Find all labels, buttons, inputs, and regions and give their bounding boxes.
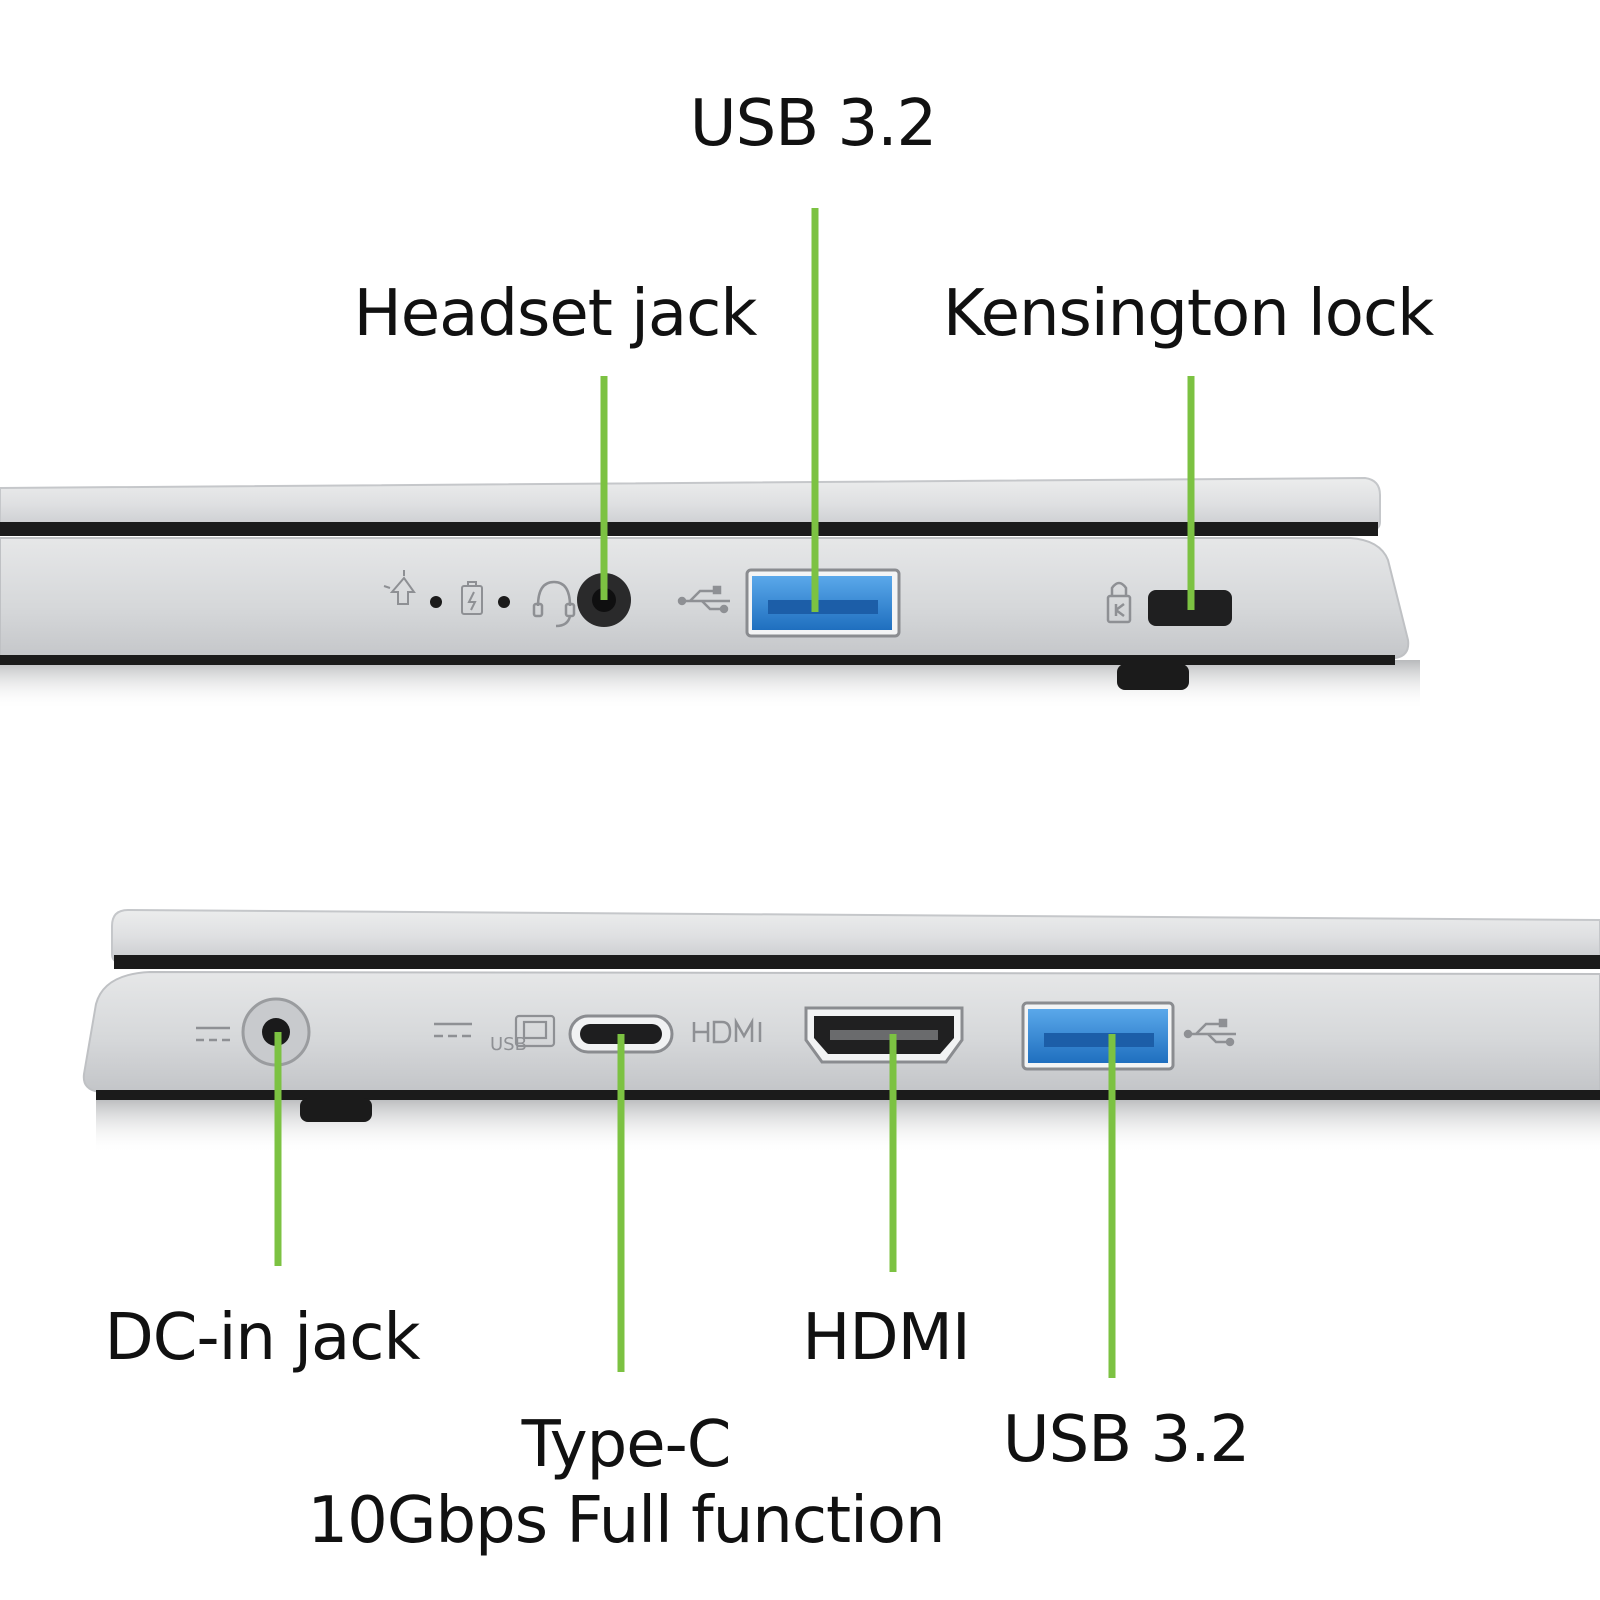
usb-c-display-icon: USB (490, 1014, 556, 1055)
usb-a-port-top-contacts (768, 600, 878, 614)
usb-a-port-bottom-contacts (1044, 1033, 1154, 1047)
label-usb-bottom: USB 3.2 (1002, 1403, 1250, 1477)
label-kensington-lock: Kensington lock (942, 277, 1434, 351)
hdmi-logo-icon (692, 1017, 762, 1044)
label-headset-jack: Headset jack (353, 277, 758, 351)
right-side-view (0, 476, 1420, 710)
laptop-shadow (0, 660, 1420, 710)
power-led (430, 596, 442, 608)
label-usb-top: USB 3.2 (689, 87, 937, 161)
rubber-foot-left (300, 1098, 372, 1122)
hdmi-port-contacts (830, 1030, 938, 1040)
base-bottom-edge (0, 655, 1395, 665)
usb-icon (677, 585, 730, 614)
battery-led (498, 596, 510, 608)
label-type-c-line1: Type-C (521, 1408, 732, 1482)
callout-lines (274, 208, 1195, 1378)
lid-seam (0, 522, 1378, 536)
dc-icon (434, 1022, 472, 1038)
power-light-icon (383, 570, 416, 605)
battery-light-icon (461, 581, 483, 615)
laptop-lid-left (111, 908, 1600, 963)
usb-icon-bottom (1183, 1018, 1236, 1047)
lid-seam-left (114, 955, 1600, 969)
base-bottom-edge-left (96, 1090, 1600, 1100)
label-type-c-line2: 10Gbps Full function (307, 1483, 945, 1558)
left-side-view: USB (82, 908, 1600, 1154)
label-dc-in-jack: DC-in jack (104, 1301, 421, 1375)
kensington-lock-icon (1106, 581, 1132, 624)
dc-in-icon (196, 1026, 230, 1042)
svg-text:USB: USB (490, 1034, 527, 1055)
rubber-foot (1117, 664, 1189, 690)
label-hdmi: HDMI (802, 1301, 970, 1375)
headset-icon (532, 580, 576, 628)
label-type-c: Type-C 10Gbps Full function (307, 1408, 945, 1559)
